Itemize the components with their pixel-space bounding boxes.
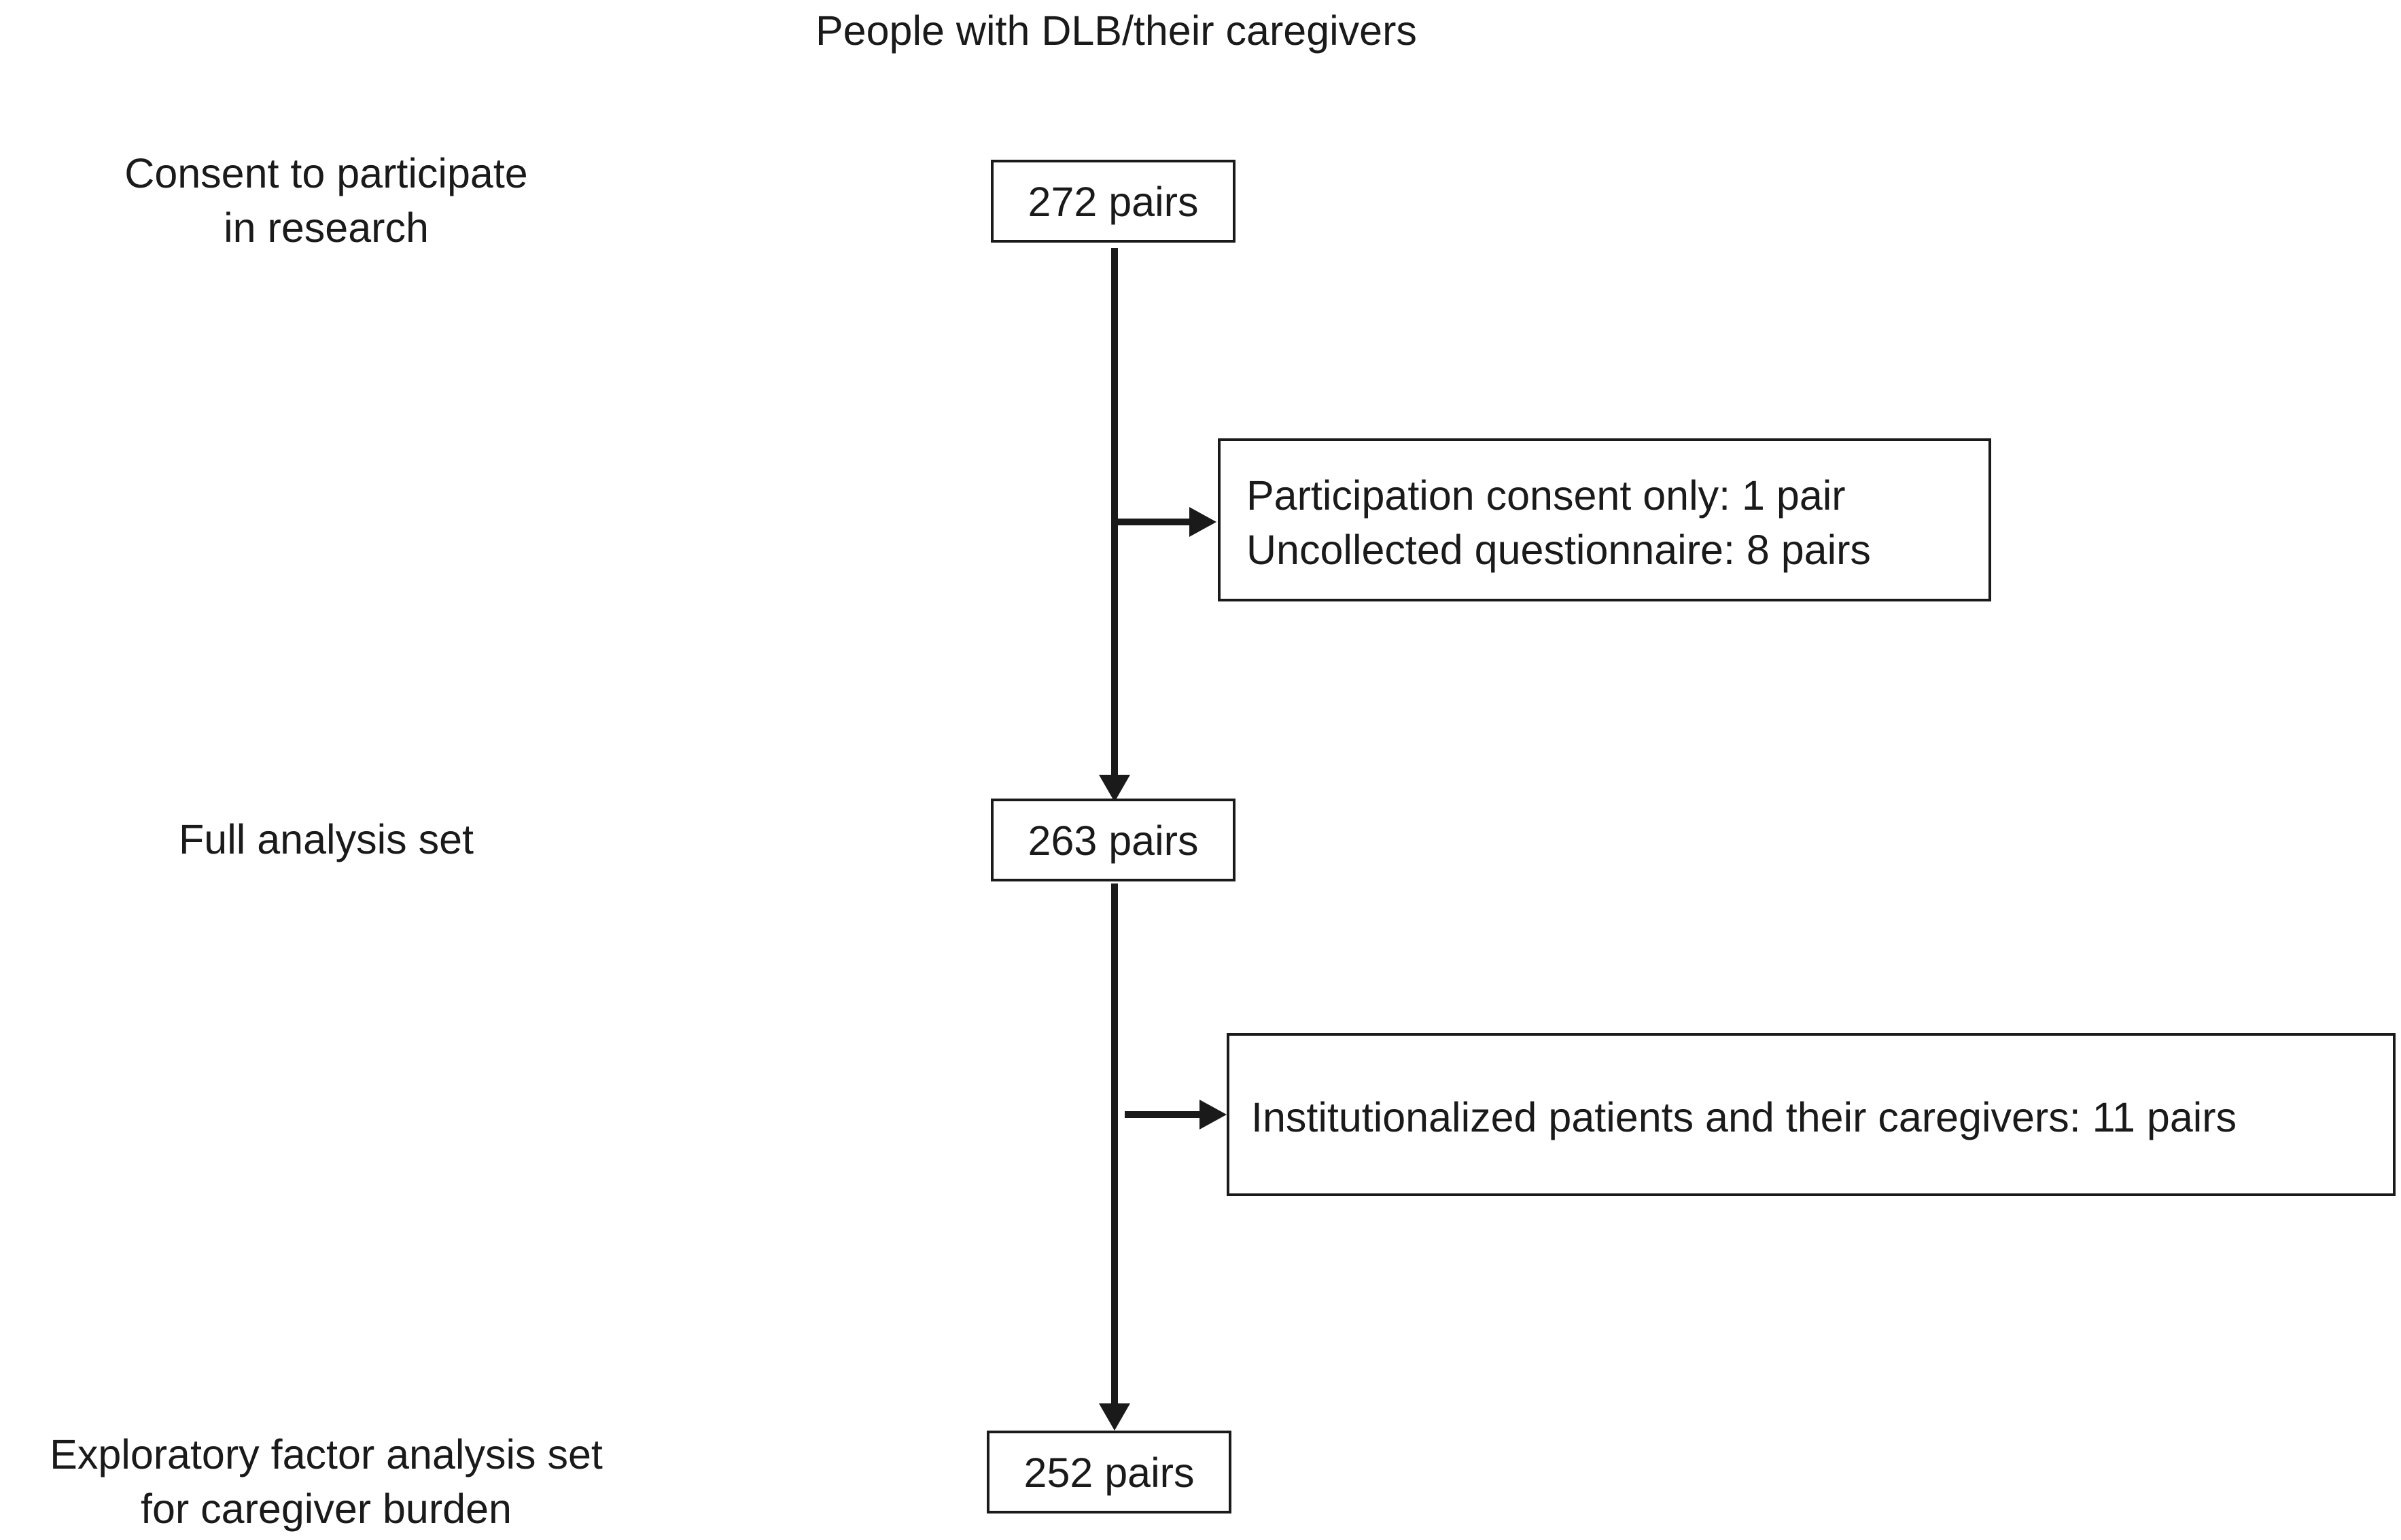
- stage-label-efa-line2: for caregiver burden: [141, 1486, 512, 1532]
- exclusion-1-line2: Uncollected questionnaire: 8 pairs: [1246, 527, 1871, 573]
- exclusion-box-2: Institutionalized patients and their car…: [1227, 1033, 2396, 1196]
- arrowhead-exclusion-1: [1189, 507, 1216, 537]
- stage-label-full-analysis: Full analysis set: [179, 816, 474, 862]
- stage-label-efa-line1: Exploratory factor analysis set: [50, 1431, 603, 1477]
- stage-label-consent-line1: Consent to participate: [124, 150, 528, 196]
- count-252-text: 252 pairs: [1023, 1450, 1195, 1496]
- arrowhead-consent-to-full: [1099, 775, 1130, 802]
- arrowhead-full-to-efa: [1099, 1403, 1130, 1431]
- exclusion-box-1: Participation consent only: 1 pair Uncol…: [1218, 438, 1991, 601]
- diagram-title: People with DLB/their caregivers: [816, 7, 1417, 54]
- count-263-text: 263 pairs: [1028, 818, 1199, 864]
- count-272-text: 272 pairs: [1028, 179, 1199, 225]
- exclusion-1-line1: Participation consent only: 1 pair: [1246, 472, 1846, 519]
- stage-label-consent-line2: in research: [224, 205, 429, 251]
- arrowhead-exclusion-2: [1199, 1100, 1227, 1130]
- count-box-272: 272 pairs: [991, 160, 1235, 243]
- exclusion-2-line1: Institutionalized patients and their car…: [1251, 1094, 2237, 1140]
- count-box-252: 252 pairs: [987, 1431, 1231, 1513]
- count-box-263: 263 pairs: [991, 799, 1235, 881]
